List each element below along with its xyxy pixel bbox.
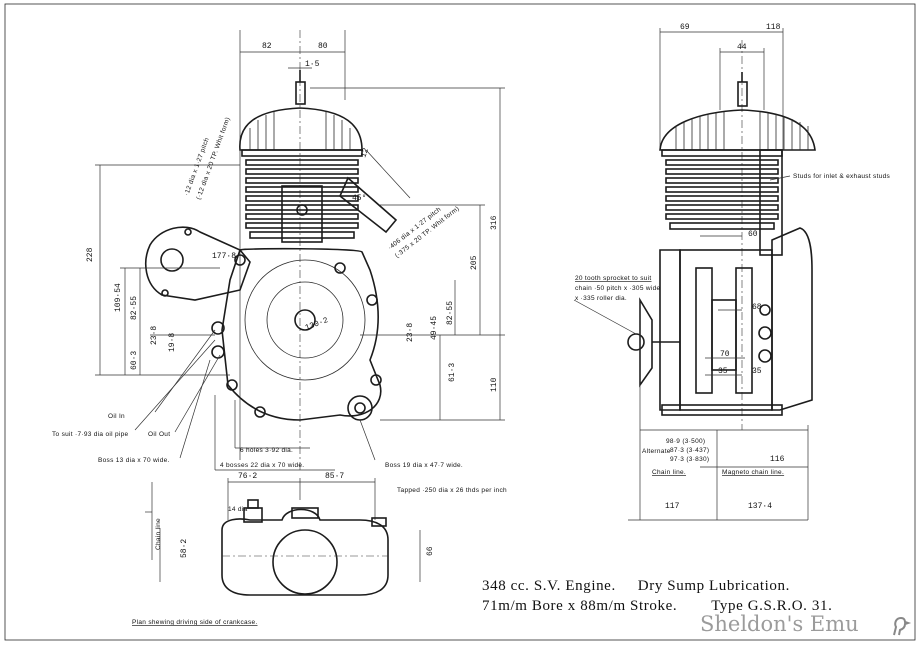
note-boss-left: Boss 13 dia x 70 wide. xyxy=(98,457,170,464)
title-line-1: 348 cc. S.V. Engine. Dry Sump Lubrication… xyxy=(482,578,902,595)
exhaust-port xyxy=(339,176,398,234)
note-oil-pipe: To suit ·7·93 dia oil pipe xyxy=(52,431,129,438)
dim-45-deg: 45° xyxy=(352,194,366,203)
title-line-2: 71m/m Bore x 88m/m Stroke. Type G.S.R.O. … xyxy=(482,598,902,615)
dim-70: 70 xyxy=(720,350,730,359)
plan-cylinder-bore xyxy=(272,529,338,595)
dim-61-3: 61·3 xyxy=(448,363,457,382)
note-tapped: Tapped ·250 dia x 26 thds per inch xyxy=(397,487,507,494)
sheet-border xyxy=(4,3,916,641)
flywheels xyxy=(695,267,753,394)
front-spark-plug xyxy=(737,81,748,107)
crankshaft xyxy=(294,309,316,331)
dim-85-7: 85·7 xyxy=(325,472,344,481)
chain-line-value-2: 87·3 (3·437) xyxy=(670,447,709,454)
dim-35b: 35 xyxy=(752,367,762,376)
title-type: Type G.S.R.O. 31. xyxy=(711,598,833,614)
dim-110: 110 xyxy=(490,377,499,392)
front-cylinder-fins xyxy=(661,149,783,230)
dim-35a: 35 xyxy=(718,367,728,376)
note-boss-right: Boss 19 dia x 47·7 wide. xyxy=(385,462,463,469)
chain-line-value-3: 97·3 (3·830) xyxy=(670,456,709,463)
plan-caption: Plan shewing driving side of crankcase. xyxy=(132,619,258,626)
dim-19-8: 19·8 xyxy=(168,333,177,352)
dim-58-2: 58·2 xyxy=(180,539,189,558)
dim-23-8-left: 23·8 xyxy=(150,326,159,345)
dim-60: 60 xyxy=(748,230,758,239)
dim-23-8-right: 23·8 xyxy=(406,323,415,342)
cylinder-fins xyxy=(241,149,363,239)
note-oil-out: Oil Out xyxy=(148,431,170,438)
dim-177-8: 177·8 xyxy=(212,252,236,261)
plan-chain-line: Chain line xyxy=(155,518,162,550)
dim-68: 68 xyxy=(752,303,762,312)
spark-plug xyxy=(295,81,306,105)
note-holes: 6 holes 3·92 dia. xyxy=(240,447,293,454)
dim-66: 66 xyxy=(426,546,435,556)
dim-69: 69 xyxy=(680,23,690,32)
dim-14-dia: 14 dia xyxy=(228,506,248,513)
note-sprocket-1: 20 tooth sprocket to suit xyxy=(575,275,652,282)
chain-line-value-1: 98·9 (3·500) xyxy=(666,438,705,445)
note-oil-in: Oil In xyxy=(108,413,125,420)
timing-cover xyxy=(771,227,813,411)
dim-82-55-left: 82·55 xyxy=(130,296,139,320)
dim-44: 44 xyxy=(737,43,747,52)
note-studs: Studs for inlet & exhaust studs xyxy=(793,173,891,180)
label-magneto-chain-line: Magneto chain line. xyxy=(722,469,784,476)
front-view: 69 118 44 60 68 70 35 35 Studs for inlet… xyxy=(573,23,891,521)
dim-plug: 1·5 xyxy=(305,60,320,69)
oil-out-boss xyxy=(211,345,225,359)
dim-top-80: 80 xyxy=(318,42,328,51)
cylinder-head xyxy=(239,107,363,151)
front-cylinder-head xyxy=(659,109,816,151)
dim-116: 116 xyxy=(770,455,785,464)
dim-117: 117 xyxy=(665,502,680,511)
note-sprocket-3: x ·335 roller dia. xyxy=(575,295,627,302)
title-block: 348 cc. S.V. Engine. Dry Sump Lubrication… xyxy=(482,578,902,615)
dim-82-55-right: 82·55 xyxy=(446,301,455,325)
plan-view: 76·2 85·7 14 dia 58·2 66 Chain line Tapp… xyxy=(132,472,507,626)
dim-137-4: 137·4 xyxy=(748,502,772,511)
front-crankcase xyxy=(679,249,773,411)
dim-228: 228 xyxy=(86,247,95,262)
dim-130-2: 130·2 xyxy=(304,316,330,333)
note-alternate: Alternate xyxy=(642,448,671,455)
note-bosses: 4 bosses 22 dia x 70 wide. xyxy=(220,462,304,469)
note-sprocket-2: chain ·50 pitch x ·305 wide xyxy=(575,285,661,292)
label-chain-line: Chain line. xyxy=(652,469,686,476)
dim-205: 205 xyxy=(470,255,479,270)
dim-316: 316 xyxy=(490,215,499,230)
dim-60-3: 60·3 xyxy=(130,351,139,370)
inlet-port xyxy=(759,149,783,256)
side-view: 82 80 1·5 228 316 205 110 109·54 82·55 6… xyxy=(52,30,505,471)
engine-sprocket xyxy=(639,297,653,388)
boss-right xyxy=(347,395,373,421)
watermark: Sheldon's Emu xyxy=(700,612,859,636)
dim-12: 12 xyxy=(359,147,371,159)
emu-logo-icon xyxy=(893,616,912,636)
oil-in-boss xyxy=(211,321,225,335)
dim-49-45: 49·45 xyxy=(430,316,439,340)
title-lubrication: Dry Sump Lubrication. xyxy=(637,578,790,594)
dim-top-82: 82 xyxy=(262,42,272,51)
tappet-block xyxy=(281,185,323,243)
title-bore-stroke: 71m/m Bore x 88m/m Stroke. xyxy=(482,598,678,614)
title-engine: 348 cc. S.V. Engine. xyxy=(482,578,616,594)
magneto-platform xyxy=(144,226,251,301)
dim-118: 118 xyxy=(766,23,781,32)
dim-76-2: 76·2 xyxy=(238,472,257,481)
dim-109: 109·54 xyxy=(114,283,123,312)
